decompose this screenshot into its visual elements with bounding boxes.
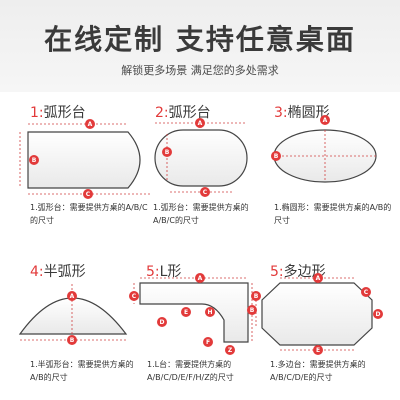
svg-text:C: C [132,293,137,300]
card-4-desc: 1.半弧形台：需要提供方桌的A/B的尺寸 [30,360,134,382]
svg-text:B: B [274,153,279,160]
card-4-title: 4:半弧形 [30,264,86,280]
header-banner: 在线定制 支持任意桌面 解锁更多场景 满足您的多处需求 [0,0,400,92]
svg-text:B: B [254,293,259,300]
card-2-desc: 1.弧形台：需要提供方桌的A/B/C的尺寸 [153,203,249,225]
svg-text:C: C [86,191,91,198]
page-subtitle: 解锁更多场景 满足您的多处需求 [121,64,279,77]
card-3-title: 3:椭圆形 [274,105,330,121]
svg-text:F: F [206,339,210,346]
svg-text:D: D [376,311,381,318]
svg-text:Z: Z [228,347,233,354]
shape-arc-table [27,131,141,189]
svg-text:A: A [88,121,93,128]
shape-octagon [261,282,373,346]
shape-stadium [154,129,248,187]
card-5-title: 5:L形 [146,264,182,280]
shape-l-table [139,282,249,343]
svg-text:B: B [70,337,75,344]
svg-text:B: B [165,149,170,156]
svg-text:A: A [316,275,321,282]
svg-text:B: B [32,157,37,164]
svg-text:C: C [364,289,369,296]
svg-text:B: B [250,307,255,314]
card-2-title: 2:弧形台 [155,105,211,121]
svg-text:C: C [203,189,208,196]
card-6-desc: 1.多边台：需要提供方桌的A/B/C/D/E的尺寸 [270,360,366,382]
svg-text:A: A [198,275,203,282]
card-1-title: 1:弧形台 [30,105,86,121]
svg-text:E: E [184,309,188,316]
page-title: 在线定制 支持任意桌面 [44,23,356,56]
svg-text:D: D [160,319,165,326]
card-1-desc: 1.弧形台：需要提供方桌的A/B/C的尺寸 [30,203,148,225]
svg-text:A: A [323,117,328,124]
svg-text:E: E [316,347,320,354]
svg-text:H: H [207,309,212,316]
card-3-desc: 1.椭圆形：需要提供方桌的A/B的尺寸 [274,203,392,225]
dimension-markers: A B C A B C A B A B A B C D E F H Z A B … [29,115,383,355]
svg-text:A: A [198,120,203,127]
card-5-desc: 1.L台：需要提供方桌的A/B/C/D/E/F/H/Z的尺寸 [147,360,234,382]
shape-half-arc [18,297,128,335]
svg-text:A: A [70,293,75,300]
